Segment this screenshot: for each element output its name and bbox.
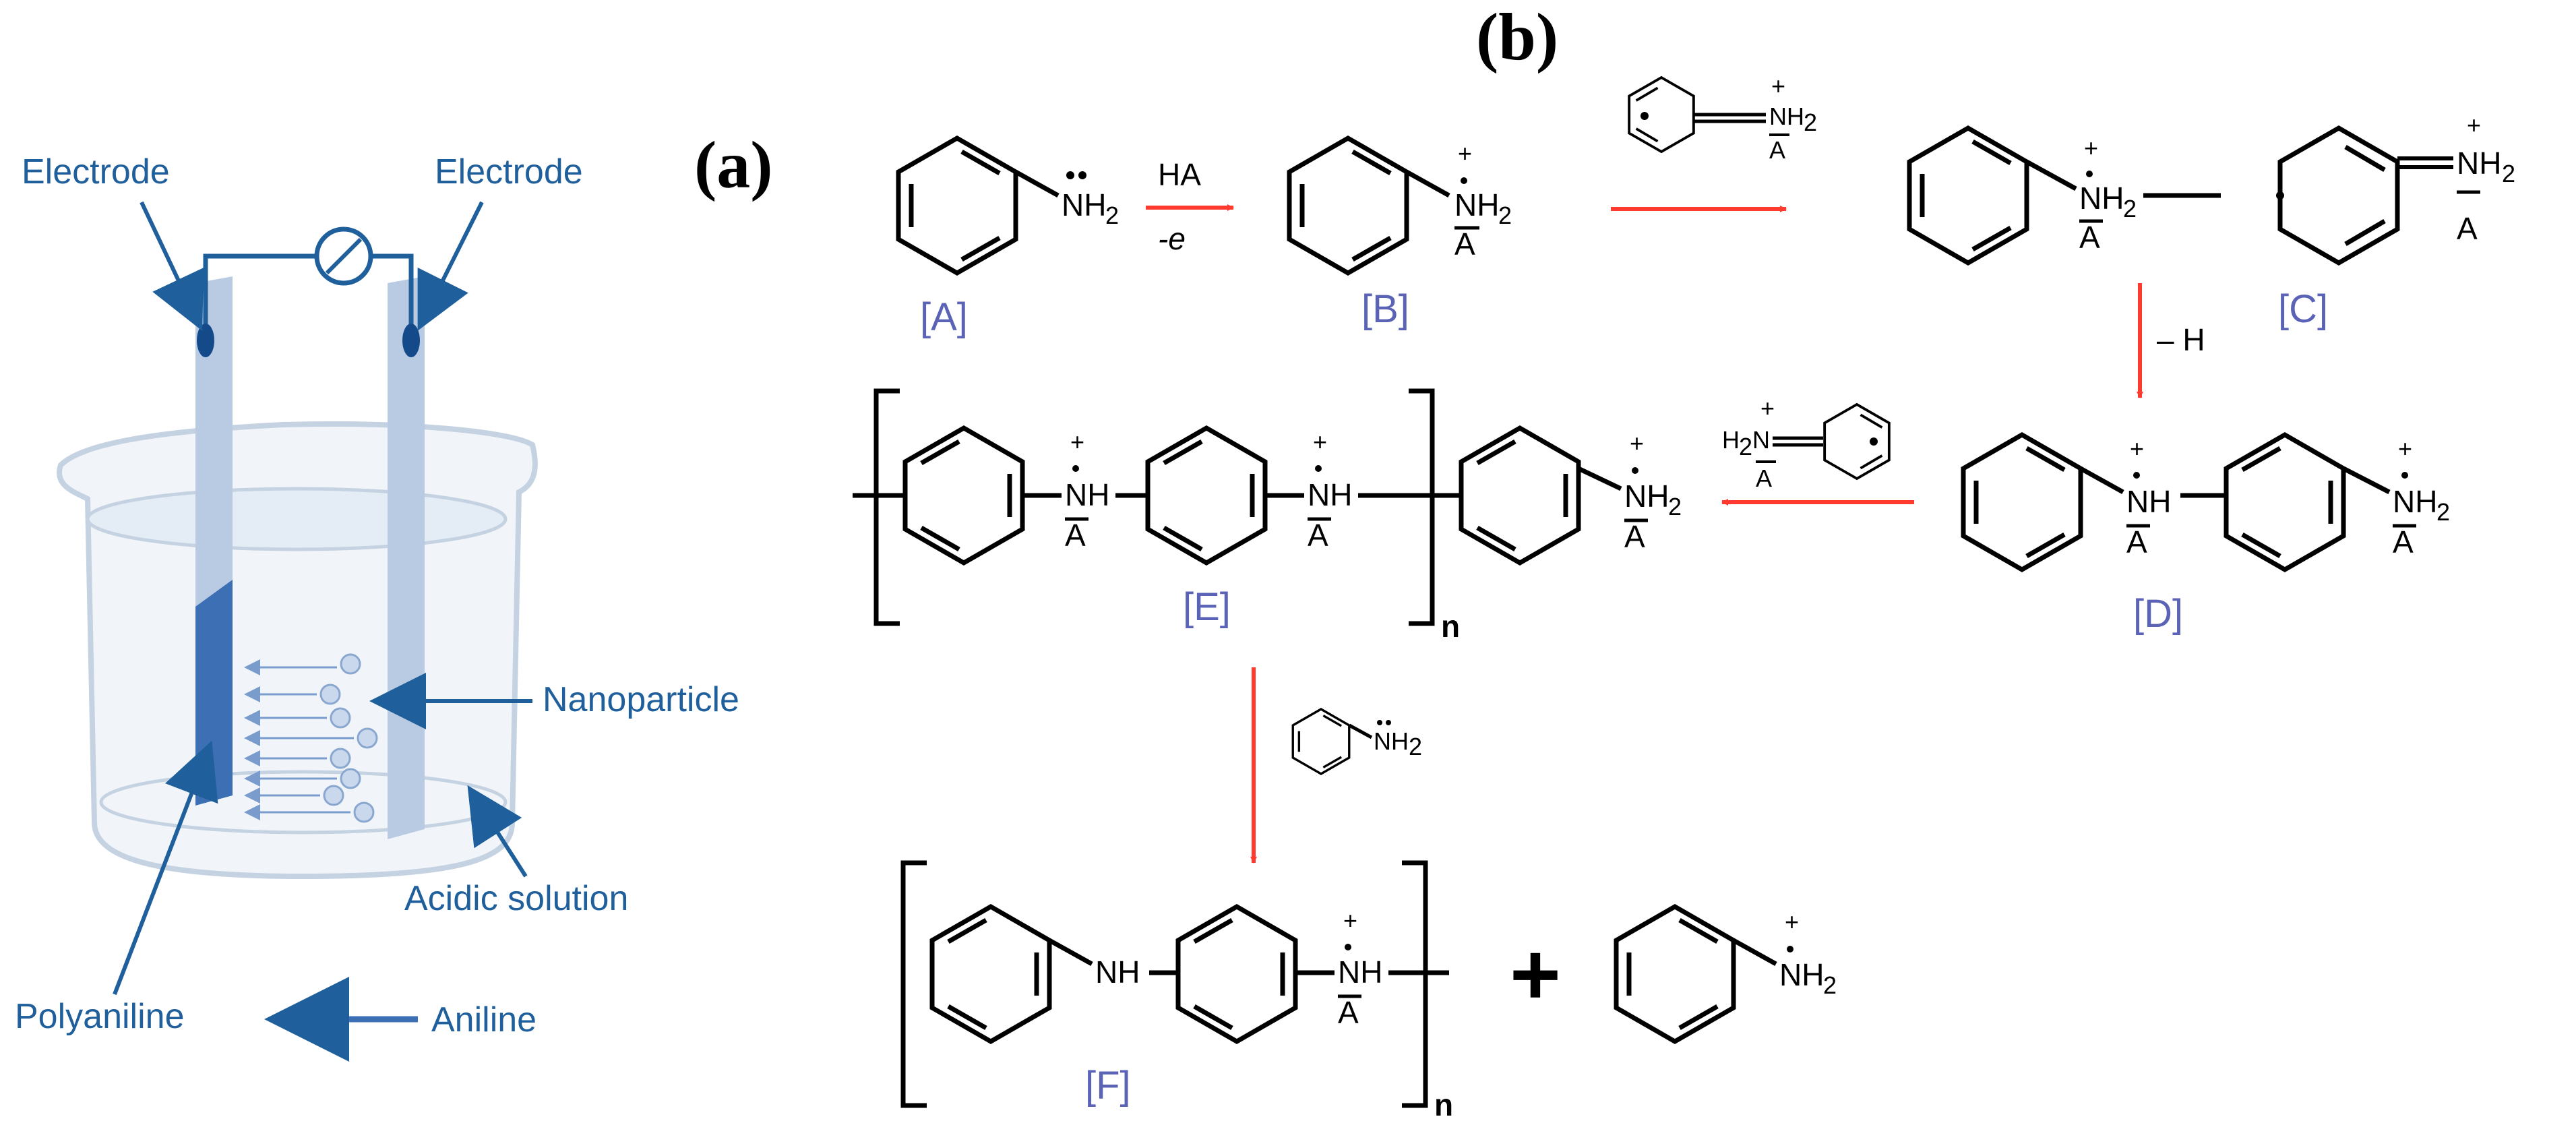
label-electrode-left: Electrode bbox=[22, 152, 170, 191]
label-polyaniline: Polyaniline bbox=[15, 997, 185, 1036]
svg-text:+: + bbox=[2398, 435, 2412, 462]
svg-text:n: n bbox=[1434, 1087, 1453, 1121]
anilinium-product: NH 2 + bbox=[1616, 907, 1837, 1041]
contact-right bbox=[402, 324, 420, 357]
reaction-step-2: NH 2 + A bbox=[1611, 72, 1817, 212]
compound-e: NH + A NH + A NH 2 + A n bbox=[853, 388, 1682, 644]
svg-text:-e: -e bbox=[1158, 221, 1186, 256]
svg-text:NH: NH bbox=[1779, 957, 1824, 992]
svg-text:2: 2 bbox=[1498, 202, 1512, 229]
svg-text:2: 2 bbox=[2436, 498, 2450, 526]
plus-sign: + bbox=[1510, 925, 1561, 1023]
svg-text:NH: NH bbox=[2393, 484, 2437, 519]
svg-text:A: A bbox=[1338, 995, 1359, 1030]
nanoparticles bbox=[244, 653, 378, 823]
svg-text:A: A bbox=[1756, 464, 1772, 492]
svg-text:NH: NH bbox=[1454, 187, 1499, 222]
svg-text:2: 2 bbox=[1823, 971, 1837, 999]
label-electrode-right: Electrode bbox=[435, 152, 583, 191]
reaction-step-4: H 2 N + A bbox=[1721, 394, 1914, 506]
svg-text:2: 2 bbox=[1409, 733, 1422, 760]
wire-right bbox=[369, 253, 414, 337]
svg-text:+: + bbox=[1760, 394, 1775, 422]
label-aniline: Aniline bbox=[431, 1000, 536, 1039]
svg-text:A: A bbox=[1769, 136, 1785, 164]
svg-text:NH: NH bbox=[1769, 102, 1804, 130]
svg-text:+: + bbox=[1630, 429, 1644, 457]
svg-text:N: N bbox=[1752, 426, 1770, 454]
svg-text:NH: NH bbox=[1338, 955, 1382, 990]
svg-text:A: A bbox=[1454, 226, 1475, 262]
svg-text:n: n bbox=[1441, 609, 1460, 644]
label-acidic-solution: Acidic solution bbox=[404, 879, 628, 918]
svg-text:NH: NH bbox=[2079, 181, 2124, 216]
svg-text:NH: NH bbox=[1308, 477, 1352, 512]
svg-text:2: 2 bbox=[2502, 160, 2515, 187]
reaction-step-1: HA -e bbox=[1146, 157, 1234, 256]
tag-b: [B] bbox=[1361, 287, 1409, 331]
svg-text:+: + bbox=[1070, 428, 1084, 456]
tag-f: [F] bbox=[1085, 1064, 1131, 1108]
meter-needle bbox=[325, 237, 363, 275]
svg-text:+: + bbox=[1458, 140, 1472, 167]
solution-surface bbox=[86, 487, 508, 551]
svg-text:A: A bbox=[2079, 220, 2100, 255]
svg-text:H: H bbox=[1722, 426, 1740, 454]
svg-text:A: A bbox=[2457, 211, 2478, 246]
svg-text:A: A bbox=[2393, 524, 2414, 559]
svg-text:+: + bbox=[1343, 907, 1357, 934]
svg-text:NH: NH bbox=[2457, 146, 2501, 181]
svg-text:2: 2 bbox=[2123, 195, 2137, 222]
svg-text:2: 2 bbox=[1739, 433, 1752, 460]
svg-text:+: + bbox=[1771, 72, 1785, 100]
arrow-electrode-left bbox=[140, 201, 204, 331]
electrode-right-plate bbox=[388, 276, 425, 839]
svg-text:A: A bbox=[1065, 518, 1086, 553]
svg-text:NH: NH bbox=[1062, 187, 1106, 222]
contact-left bbox=[197, 324, 214, 357]
wire-left bbox=[203, 253, 317, 337]
label-nanoparticle: Nanoparticle bbox=[543, 680, 739, 719]
svg-text:NH: NH bbox=[1624, 479, 1669, 514]
svg-text:2: 2 bbox=[1668, 493, 1682, 520]
arrow-acidic-solution bbox=[467, 785, 528, 878]
tag-c: [C] bbox=[2278, 287, 2328, 331]
svg-text:HA: HA bbox=[1158, 157, 1201, 192]
svg-text:NH: NH bbox=[1095, 955, 1140, 990]
svg-text:A: A bbox=[2126, 524, 2147, 559]
svg-text:– H: – H bbox=[2157, 322, 2205, 357]
panel-label-a: (a) bbox=[694, 127, 773, 202]
compound-f: NH NH + A n bbox=[900, 860, 1453, 1121]
arrow-polyaniline bbox=[113, 740, 218, 996]
svg-text:A: A bbox=[1624, 519, 1645, 554]
svg-text:2: 2 bbox=[1804, 109, 1817, 136]
arrow-electrode-right bbox=[417, 201, 484, 331]
reaction-step-5: NH 2 bbox=[1250, 667, 1422, 864]
svg-text:2: 2 bbox=[1105, 202, 1119, 229]
panel-label-b: (b) bbox=[1476, 0, 1558, 74]
compound-a: NH 2 bbox=[898, 138, 1119, 273]
svg-text:+: + bbox=[1785, 908, 1799, 936]
compound-d: NH + A NH 2 + A bbox=[1963, 435, 2450, 570]
tag-d: [D] bbox=[2133, 592, 2183, 636]
reaction-step-3: – H bbox=[2137, 283, 2205, 398]
tag-a: [A] bbox=[920, 295, 968, 339]
svg-text:NH: NH bbox=[2126, 484, 2171, 519]
svg-text:+: + bbox=[1313, 428, 1327, 456]
compound-c: NH 2 + A NH 2 + A bbox=[1909, 111, 2515, 263]
tag-e: [E] bbox=[1183, 585, 1231, 629]
compound-b: NH 2 + A bbox=[1289, 138, 1512, 273]
svg-text:A: A bbox=[1308, 518, 1328, 553]
svg-text:+: + bbox=[2130, 435, 2144, 462]
svg-text:+: + bbox=[2467, 111, 2481, 139]
svg-text:NH: NH bbox=[1374, 727, 1409, 755]
svg-text:NH: NH bbox=[1065, 477, 1109, 512]
svg-text:+: + bbox=[2084, 134, 2098, 162]
electrochemical-cell: Electrode Electrode Nanoparticle Acidic … bbox=[15, 152, 739, 1062]
